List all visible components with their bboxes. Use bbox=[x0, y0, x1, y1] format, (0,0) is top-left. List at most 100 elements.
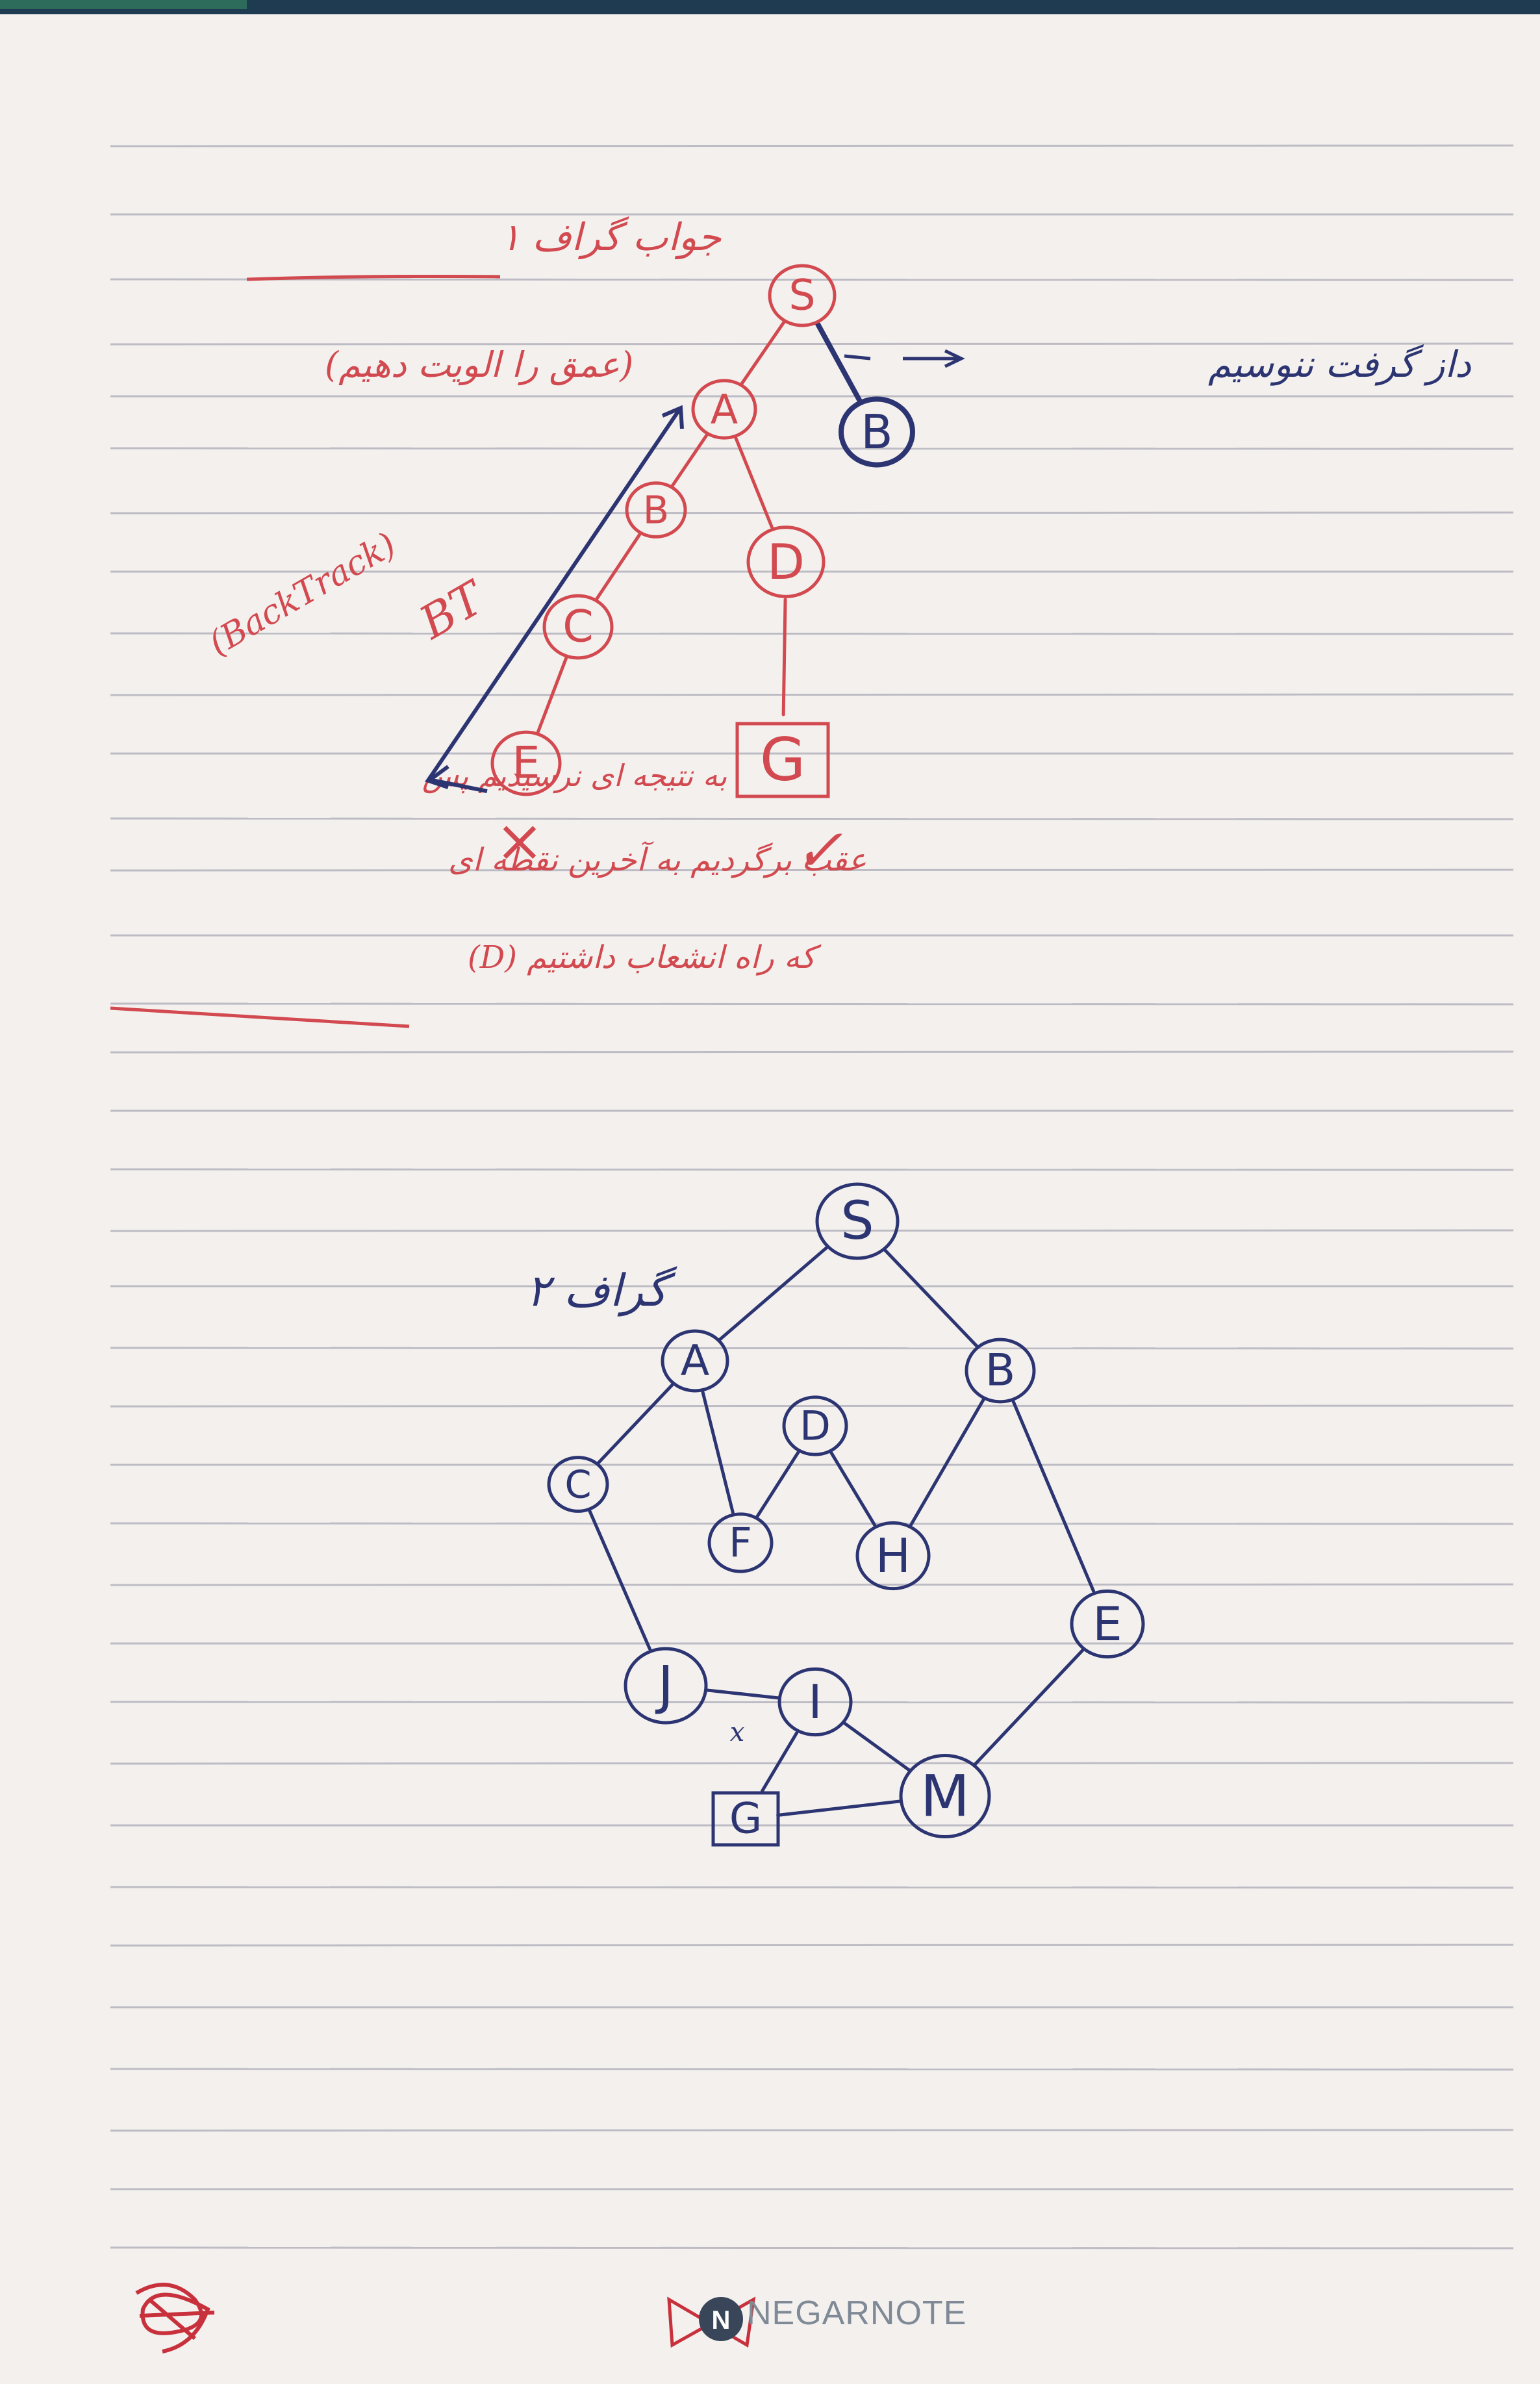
ruled-line bbox=[110, 1701, 1514, 1704]
g2-node-c: C bbox=[547, 1456, 609, 1513]
g2-node-label: S bbox=[840, 1191, 874, 1252]
dashed-arrow-line bbox=[844, 354, 958, 361]
g2-node-label: M bbox=[920, 1763, 970, 1830]
g1-edge-s-b-right bbox=[815, 321, 863, 403]
ruled-line bbox=[110, 1522, 1514, 1525]
g2-edge-j-i bbox=[704, 1688, 781, 1700]
g2-node-s: S bbox=[815, 1182, 900, 1260]
g1-edge-b-left-c bbox=[595, 532, 642, 601]
g2-edge-a-c bbox=[596, 1382, 675, 1465]
g1-node-b-right: B bbox=[839, 396, 915, 468]
footer-brand: NEGARNOTE bbox=[747, 2294, 966, 2332]
ruled-line bbox=[110, 2068, 1514, 2071]
depth-priority-note: (عمق را الویت دهیم) bbox=[325, 344, 633, 386]
scribble-icon bbox=[135, 2283, 215, 2353]
g1-edge-a-d bbox=[734, 437, 774, 529]
g1-node-label: B bbox=[643, 488, 669, 533]
left-note-underline bbox=[110, 1006, 410, 1028]
g1-node-d: D bbox=[746, 526, 826, 598]
g2-node-label: H bbox=[876, 1528, 911, 1583]
g1-node-label: E bbox=[512, 738, 540, 789]
g2-edge-b-h bbox=[909, 1398, 985, 1527]
graph1-nodes: S A B B D C E G bbox=[490, 264, 915, 798]
check-mark: ✓ bbox=[794, 817, 842, 885]
g2-node-label: J bbox=[655, 1655, 674, 1716]
g2-edge-a-f bbox=[701, 1391, 735, 1514]
g1-node-a: A bbox=[691, 379, 757, 440]
g2-node-label: E bbox=[1092, 1597, 1122, 1651]
g1-edge-d-g bbox=[781, 598, 787, 716]
arrow-note: داز گرفت ننوسیم bbox=[1208, 344, 1472, 386]
ruled-line bbox=[110, 278, 1514, 281]
g1-node-c: C bbox=[542, 594, 614, 660]
ruled-lines bbox=[110, 144, 1514, 2250]
g1-node-label: B bbox=[861, 405, 892, 459]
g2-edge-e-m bbox=[974, 1648, 1085, 1766]
left-note-line-3: که راه انشعاب داشتیم (D) bbox=[468, 939, 822, 976]
bt-note: BT bbox=[410, 570, 495, 650]
g2-node-label: B bbox=[985, 1345, 1016, 1397]
g1-node-g: G bbox=[735, 722, 830, 798]
g2-node-i: I bbox=[777, 1667, 853, 1737]
ruled-line bbox=[110, 1347, 1514, 1350]
g1-node-e: E bbox=[490, 730, 562, 796]
ruled-line bbox=[110, 1583, 1514, 1586]
g1-edge-c-e bbox=[536, 657, 568, 733]
g1-node-b-left: B bbox=[625, 481, 687, 539]
ruled-line bbox=[110, 632, 1514, 635]
ruled-line bbox=[110, 2129, 1514, 2132]
g2-node-label: I bbox=[808, 1675, 822, 1729]
g2-edge-s-b bbox=[883, 1249, 979, 1348]
ruled-line bbox=[110, 1168, 1514, 1171]
graph2: گراف ۲ S A B C D F H E J I M G x bbox=[526, 1182, 1145, 1847]
footer: N NEGARNOTE bbox=[135, 2283, 966, 2353]
g2-node-m: M bbox=[899, 1753, 991, 1839]
g2-node-g: G bbox=[711, 1791, 780, 1847]
g2-edge-g-m bbox=[776, 1799, 903, 1817]
g2-node-j: J bbox=[624, 1647, 708, 1725]
g2-edge-d-h bbox=[829, 1451, 877, 1527]
g2-edge-f-d bbox=[755, 1450, 800, 1519]
g2-node-d: D bbox=[782, 1395, 848, 1456]
g2-node-b: B bbox=[965, 1338, 1036, 1404]
edge-cut-mark: x bbox=[730, 1718, 745, 1747]
g1-node-label: C bbox=[562, 602, 593, 653]
g1-node-label: G bbox=[760, 726, 806, 794]
g1-node-label: A bbox=[711, 386, 738, 433]
negarnote-logo-icon: N bbox=[667, 2296, 756, 2348]
backtrack-note: (BackTrack) bbox=[203, 525, 403, 663]
g2-node-label: A bbox=[681, 1337, 709, 1386]
graph1-edges bbox=[536, 320, 863, 733]
g1-node-label: S bbox=[789, 272, 815, 320]
ruled-line bbox=[110, 1944, 1514, 1947]
g2-edge-i-g bbox=[761, 1731, 799, 1793]
ruled-line bbox=[110, 1886, 1514, 1889]
graph2-nodes: S A B C D F H E J I M G bbox=[547, 1182, 1145, 1847]
ruled-line bbox=[110, 1762, 1514, 1765]
graph2-edges bbox=[588, 1245, 1096, 1817]
ruled-line bbox=[110, 693, 1514, 696]
g2-node-h: H bbox=[855, 1521, 931, 1591]
g2-edge-c-j bbox=[588, 1509, 651, 1651]
g1-node-label: D bbox=[767, 533, 805, 590]
g2-node-label: G bbox=[729, 1795, 762, 1844]
top-edge-band bbox=[0, 0, 1540, 14]
cross-mark: × bbox=[495, 807, 544, 875]
graph1-title: جواب گراف ۱ bbox=[500, 215, 722, 260]
graph2-title: گراف ۲ bbox=[526, 1265, 677, 1317]
g1-node-s: S bbox=[768, 264, 837, 327]
left-note-line-2: عقب برگردیم به آخرین نقطه ای bbox=[448, 841, 866, 878]
g2-node-label: F bbox=[729, 1519, 752, 1567]
ruled-line bbox=[110, 817, 1514, 820]
g1-edge-s-a bbox=[740, 320, 786, 385]
ruled-line bbox=[110, 447, 1514, 450]
g2-edge-i-m bbox=[842, 1721, 911, 1772]
backtrack-arrow-tail bbox=[424, 765, 449, 789]
graph1-title-underline bbox=[246, 275, 501, 281]
g2-node-f: F bbox=[707, 1512, 774, 1573]
top-edge-band-left bbox=[0, 0, 247, 9]
g2-node-label: C bbox=[564, 1462, 591, 1507]
g1-edge-a-b-left bbox=[670, 433, 709, 488]
g2-node-e: E bbox=[1070, 1589, 1145, 1659]
